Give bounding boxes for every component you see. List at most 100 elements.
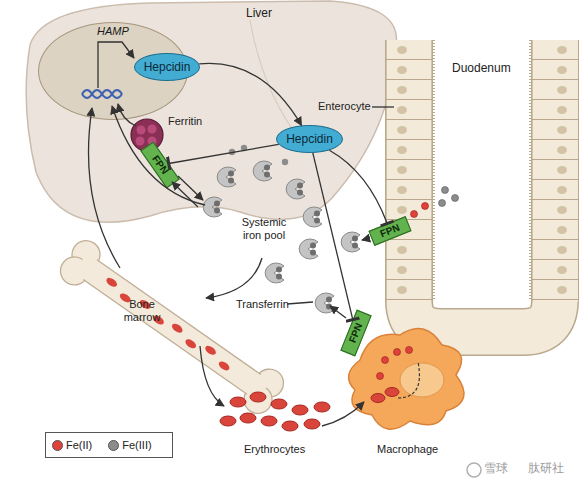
macrophage-cell-part (406, 347, 413, 354)
cell-label: Macrophage (377, 443, 438, 456)
erythrocyte-cells-part (261, 416, 277, 426)
hepcidin-oval: Hepcidin (134, 53, 200, 81)
legend-box: Fe(II) Fe(III) (45, 432, 173, 458)
hormone-name: Hepcidin (286, 133, 333, 145)
transferrin-proteins-part (265, 263, 284, 283)
erythrocyte-cells (220, 392, 330, 431)
ferritin-complex-part (137, 126, 146, 135)
flow-arrow-part (287, 302, 313, 304)
pool-label: Systemic iron pool (236, 216, 292, 241)
macrophage-cell-part (377, 373, 384, 380)
bone-part-part (217, 360, 231, 373)
inhibition-connector (169, 144, 279, 163)
liver-organ-part (250, 20, 300, 140)
bone-part (55, 235, 289, 419)
watermark-logo (467, 463, 481, 477)
duodenum-wall-part (531, 40, 532, 302)
macrophage-cell-part (385, 388, 399, 397)
dna-helix-part (82, 90, 122, 98)
erythrocyte-cells-part (230, 397, 246, 407)
transferrin-proteins (203, 145, 360, 313)
macrophage-cell (349, 328, 464, 429)
erythrocyte-cells-part (292, 405, 308, 415)
macrophage-cell-part (349, 328, 464, 429)
duodenum-wall-part (386, 40, 432, 302)
protein-label: Transferrin (236, 298, 289, 311)
bone-part-part (105, 276, 119, 289)
duodenum-wall-part (532, 40, 578, 302)
inhibition-connector (329, 150, 387, 223)
dna-helix-part (82, 90, 122, 98)
transferrin-proteins-part (203, 197, 222, 217)
flow-arrow-part (322, 402, 364, 426)
bone (55, 235, 289, 419)
bone-part-part (170, 322, 184, 335)
duodenal-iron-part (422, 203, 429, 210)
bone-part-part (73, 253, 270, 401)
erythrocyte-cells-part (240, 413, 256, 423)
legend-item: Fe(II) (52, 439, 92, 451)
tissue-label: Bone marrow (120, 298, 164, 323)
ferroportin-channel: FPN (140, 142, 179, 189)
liver-organ (26, 1, 396, 222)
cell-nucleus: HAMP Hepcidin (38, 22, 188, 120)
duodenal-iron-part (452, 195, 459, 202)
flow-arrow-part (372, 106, 394, 107)
hepcidin-oval: Hepcidin (276, 125, 343, 153)
legend-swatch (108, 440, 119, 451)
transferrin-proteins-part (303, 207, 322, 227)
legend-text: Fe(III) (122, 439, 151, 451)
transferrin-proteins-part (315, 293, 334, 313)
duodenum-wall-part (385, 40, 386, 302)
duodenal-iron-part (442, 187, 449, 194)
ferritin-complex-part (148, 125, 157, 134)
duodenum-wall-part (433, 40, 435, 300)
transferrin-proteins-part (253, 161, 272, 181)
transferrin-proteins-part (341, 232, 360, 252)
duodenum-wall-part (529, 40, 531, 300)
flow-arrow-part (172, 182, 198, 207)
organ-label: Duodenum (452, 62, 511, 76)
macrophage-cell-part (398, 362, 419, 398)
cell-label: Enterocyte (318, 100, 371, 113)
ferroportin-channel: FPN (368, 216, 411, 246)
dna-helix (82, 90, 122, 98)
erythrocyte-cells-part (282, 421, 298, 431)
flow-arrow-part (330, 306, 346, 318)
duodenal-iron-part (411, 211, 418, 218)
flow-arrow-part (178, 176, 203, 200)
inhibition-connector (313, 153, 353, 320)
flow-arrow-part (89, 108, 121, 268)
arrow-connector (199, 63, 301, 125)
transferrin-proteins-part (217, 167, 236, 187)
erythrocyte-cells-part (314, 402, 330, 412)
bone-part-part (97, 260, 261, 375)
legend-frame-bg (45, 432, 173, 458)
protein-label: Ferritin (168, 115, 202, 128)
flow-arrow-part (112, 106, 205, 205)
flow-arrow-part (362, 238, 370, 240)
bone-part-part (184, 337, 198, 350)
erythrocyte-cells-part (220, 416, 236, 426)
transferrin-proteins-part (229, 149, 235, 155)
flow-arrow (89, 42, 395, 426)
hormone-name: Hepcidin (144, 61, 191, 73)
macrophage-cell-part (371, 394, 385, 403)
erythrocyte-cells-part (271, 399, 287, 409)
macrophage-cell-part (394, 349, 401, 356)
duodenal-iron-part (439, 200, 446, 207)
gene-name: HAMP (97, 26, 129, 37)
macrophage-cell-part (382, 357, 389, 364)
ferroportin-channel: FPN (340, 310, 371, 357)
erythrocyte-cells-part (304, 419, 320, 429)
legend-item: Fe(III) (108, 439, 151, 451)
duodenal-iron (411, 187, 459, 218)
channel-name: FPN (150, 154, 170, 176)
cell-label: Erythrocytes (244, 443, 305, 456)
watermark-logo-part (467, 463, 481, 477)
legend-swatch (52, 440, 63, 451)
duodenum-wall-part (431, 40, 432, 302)
legend-text: Fe(II) (66, 439, 92, 451)
